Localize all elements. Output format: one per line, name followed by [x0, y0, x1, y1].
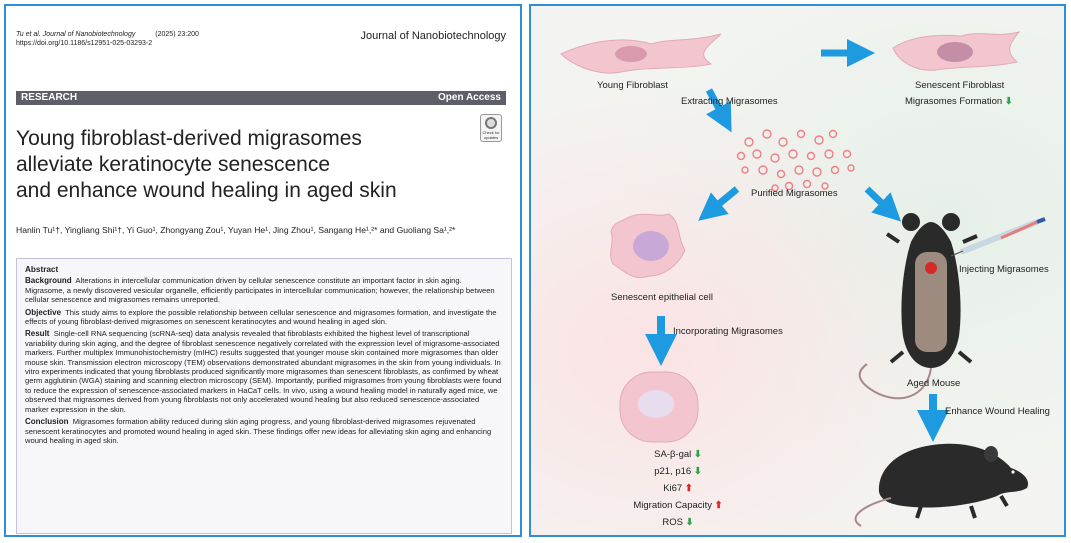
abstract-conclusion: Conclusion Migrasomes formation ability …: [25, 417, 503, 445]
arrow-down-icon: ⬇: [685, 517, 694, 528]
arrow-up-icon: ⬆: [684, 483, 693, 494]
arrow-down-icon: ⬇: [1004, 96, 1013, 107]
marker-label: p21, p16: [654, 466, 694, 477]
label-aged-mouse: Aged Mouse: [907, 378, 961, 389]
title-line: alleviate keratinocyte senescence: [16, 153, 331, 176]
citation-year: (2025) 23:200: [155, 31, 199, 38]
crossmark-label: Check for updates: [482, 130, 500, 140]
label-extracting: Extracting Migrasomes: [681, 96, 778, 107]
label-young-fibroblast: Young Fibroblast: [597, 80, 668, 91]
section-label: Background: [25, 276, 72, 286]
rejuvenated-epithelial-cell: [619, 371, 699, 443]
abstract-result: Result Single-cell RNA sequencing (scRNA…: [25, 329, 503, 414]
author-list: Hanlin Tu¹†, Yingliang Shi¹†, Yi Guo¹, Z…: [16, 225, 456, 235]
citation: Tu et al. Journal of Nanobiotechnology (…: [16, 30, 199, 48]
section-text: Migrasomes formation ability reduced dur…: [25, 417, 492, 445]
abstract-objective: Objective This study aims to explore the…: [25, 308, 503, 327]
label-migrasomes-formation: Migrasomes Formation ⬇: [905, 96, 1013, 107]
senescent-fibroblast-cell: [892, 31, 1021, 71]
migrasomes-formation-text: Migrasomes Formation: [905, 96, 1003, 107]
arrow-down-icon: ⬇: [693, 466, 702, 477]
label-incorporating: Incorporating Migrasomes: [673, 326, 783, 337]
crossmark-icon: [485, 117, 497, 129]
migrasome-vesicles: [736, 129, 855, 192]
section-label: Result: [25, 329, 50, 339]
marker-label: SA-β-gal: [654, 449, 694, 460]
article-type-bar: RESEARCH Open Access: [16, 91, 506, 105]
section-text: Alterations in intercellular communicati…: [25, 276, 495, 305]
paper-panel: Tu et al. Journal of Nanobiotechnology (…: [4, 4, 522, 537]
abstract-background: Background Alterations in intercellular …: [25, 276, 503, 304]
marker-item: ROS ⬇: [623, 514, 733, 531]
marker-list: SA-β-gal ⬇p21, p16 ⬇Ki67 ⬆Migration Capa…: [623, 446, 733, 531]
arrow-extracting: [705, 88, 732, 133]
article-type: RESEARCH: [21, 92, 78, 103]
open-access-label: Open Access: [438, 92, 501, 103]
graphical-abstract-panel: Young Fibroblast Senescent Fibroblast Mi…: [529, 4, 1066, 537]
label-senescent-fibroblast: Senescent Fibroblast: [915, 80, 1005, 91]
section-label: Conclusion: [25, 417, 69, 427]
abstract-box: Abstract Background Alterations in inter…: [16, 258, 512, 534]
label-senescent-epithelial: Senescent epithelial cell: [611, 292, 713, 303]
crossmark-badge[interactable]: Check for updates: [480, 114, 502, 142]
paper-title: Young fibroblast-derived migrasomes alle…: [16, 126, 476, 204]
title-line: Young fibroblast-derived migrasomes: [16, 127, 362, 150]
marker-label: Migration Capacity: [633, 500, 715, 511]
senescent-epithelial-cell: [610, 213, 686, 278]
label-purified: Purified Migrasomes: [751, 188, 838, 199]
doi-link[interactable]: https://doi.org/10.1186/s12951-025-03293…: [16, 40, 153, 47]
marker-label: ROS: [662, 517, 686, 528]
marker-item: Migration Capacity ⬆: [623, 497, 733, 514]
arrow-up-icon: ⬆: [714, 500, 723, 511]
arrow-to-epithelial: [698, 186, 740, 221]
arrow-to-mouse: [864, 186, 902, 222]
label-enhance-healing: Enhance Wound Healing: [945, 406, 1050, 417]
young-fibroblast-cell: [560, 33, 722, 74]
section-text: This study aims to explore the possible …: [25, 307, 497, 327]
abstract-heading: Abstract: [25, 265, 59, 274]
marker-item: p21, p16 ⬇: [623, 463, 733, 480]
marker-item: SA-β-gal ⬇: [623, 446, 733, 463]
title-line: and enhance wound healing in aged skin: [16, 179, 397, 202]
journal-name: Journal of Nanobiotechnology: [360, 30, 506, 42]
healed-mouse: [854, 443, 1029, 527]
section-text: Single-cell RNA sequencing (scRNA-seq) d…: [25, 329, 502, 414]
section-label: Objective: [25, 307, 62, 317]
aged-mouse: [858, 213, 978, 400]
citation-authors: Tu et al. Journal of Nanobiotechnology: [16, 31, 136, 38]
label-injecting: Injecting Migrasomes: [959, 264, 1049, 275]
syringe-icon: [950, 217, 1046, 257]
arrow-down-icon: ⬇: [693, 449, 702, 460]
diagram-canvas: [560, 31, 1046, 527]
marker-label: Ki67: [663, 483, 685, 494]
marker-item: Ki67 ⬆: [623, 480, 733, 497]
